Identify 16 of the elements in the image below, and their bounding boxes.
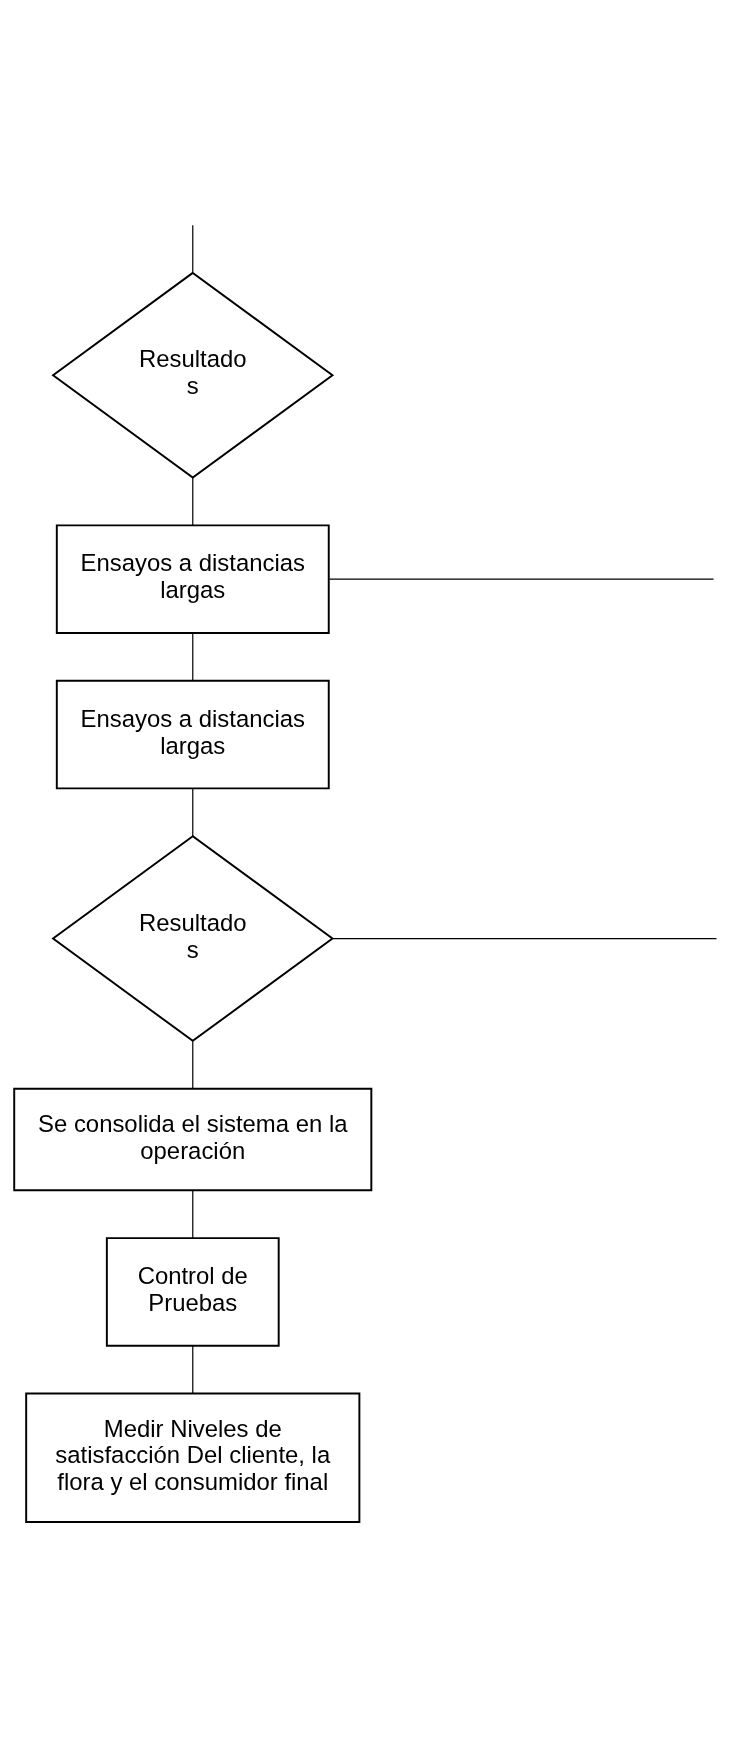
node-box: Ensayos a distancias largas bbox=[55, 679, 330, 790]
node-box: Se consolida el sistema en la operación bbox=[13, 1087, 373, 1192]
node-box: Ensayos a distancias largas bbox=[55, 524, 330, 634]
node-diamond: Resultado s bbox=[51, 271, 335, 479]
connector bbox=[332, 937, 718, 940]
connector bbox=[328, 578, 715, 580]
connector bbox=[192, 1189, 194, 1239]
node-box: Medir Niveles de satisfacción Del cliente, la flora y el consumidor final bbox=[25, 1392, 361, 1523]
connector bbox=[192, 1345, 194, 1394]
node-box: Control de Pruebas bbox=[105, 1237, 280, 1347]
connector bbox=[192, 1040, 194, 1089]
connector bbox=[192, 632, 194, 682]
connector bbox=[192, 788, 194, 837]
node-diamond: Resultado s bbox=[51, 834, 335, 1043]
connector bbox=[192, 477, 194, 526]
connector bbox=[192, 224, 194, 274]
